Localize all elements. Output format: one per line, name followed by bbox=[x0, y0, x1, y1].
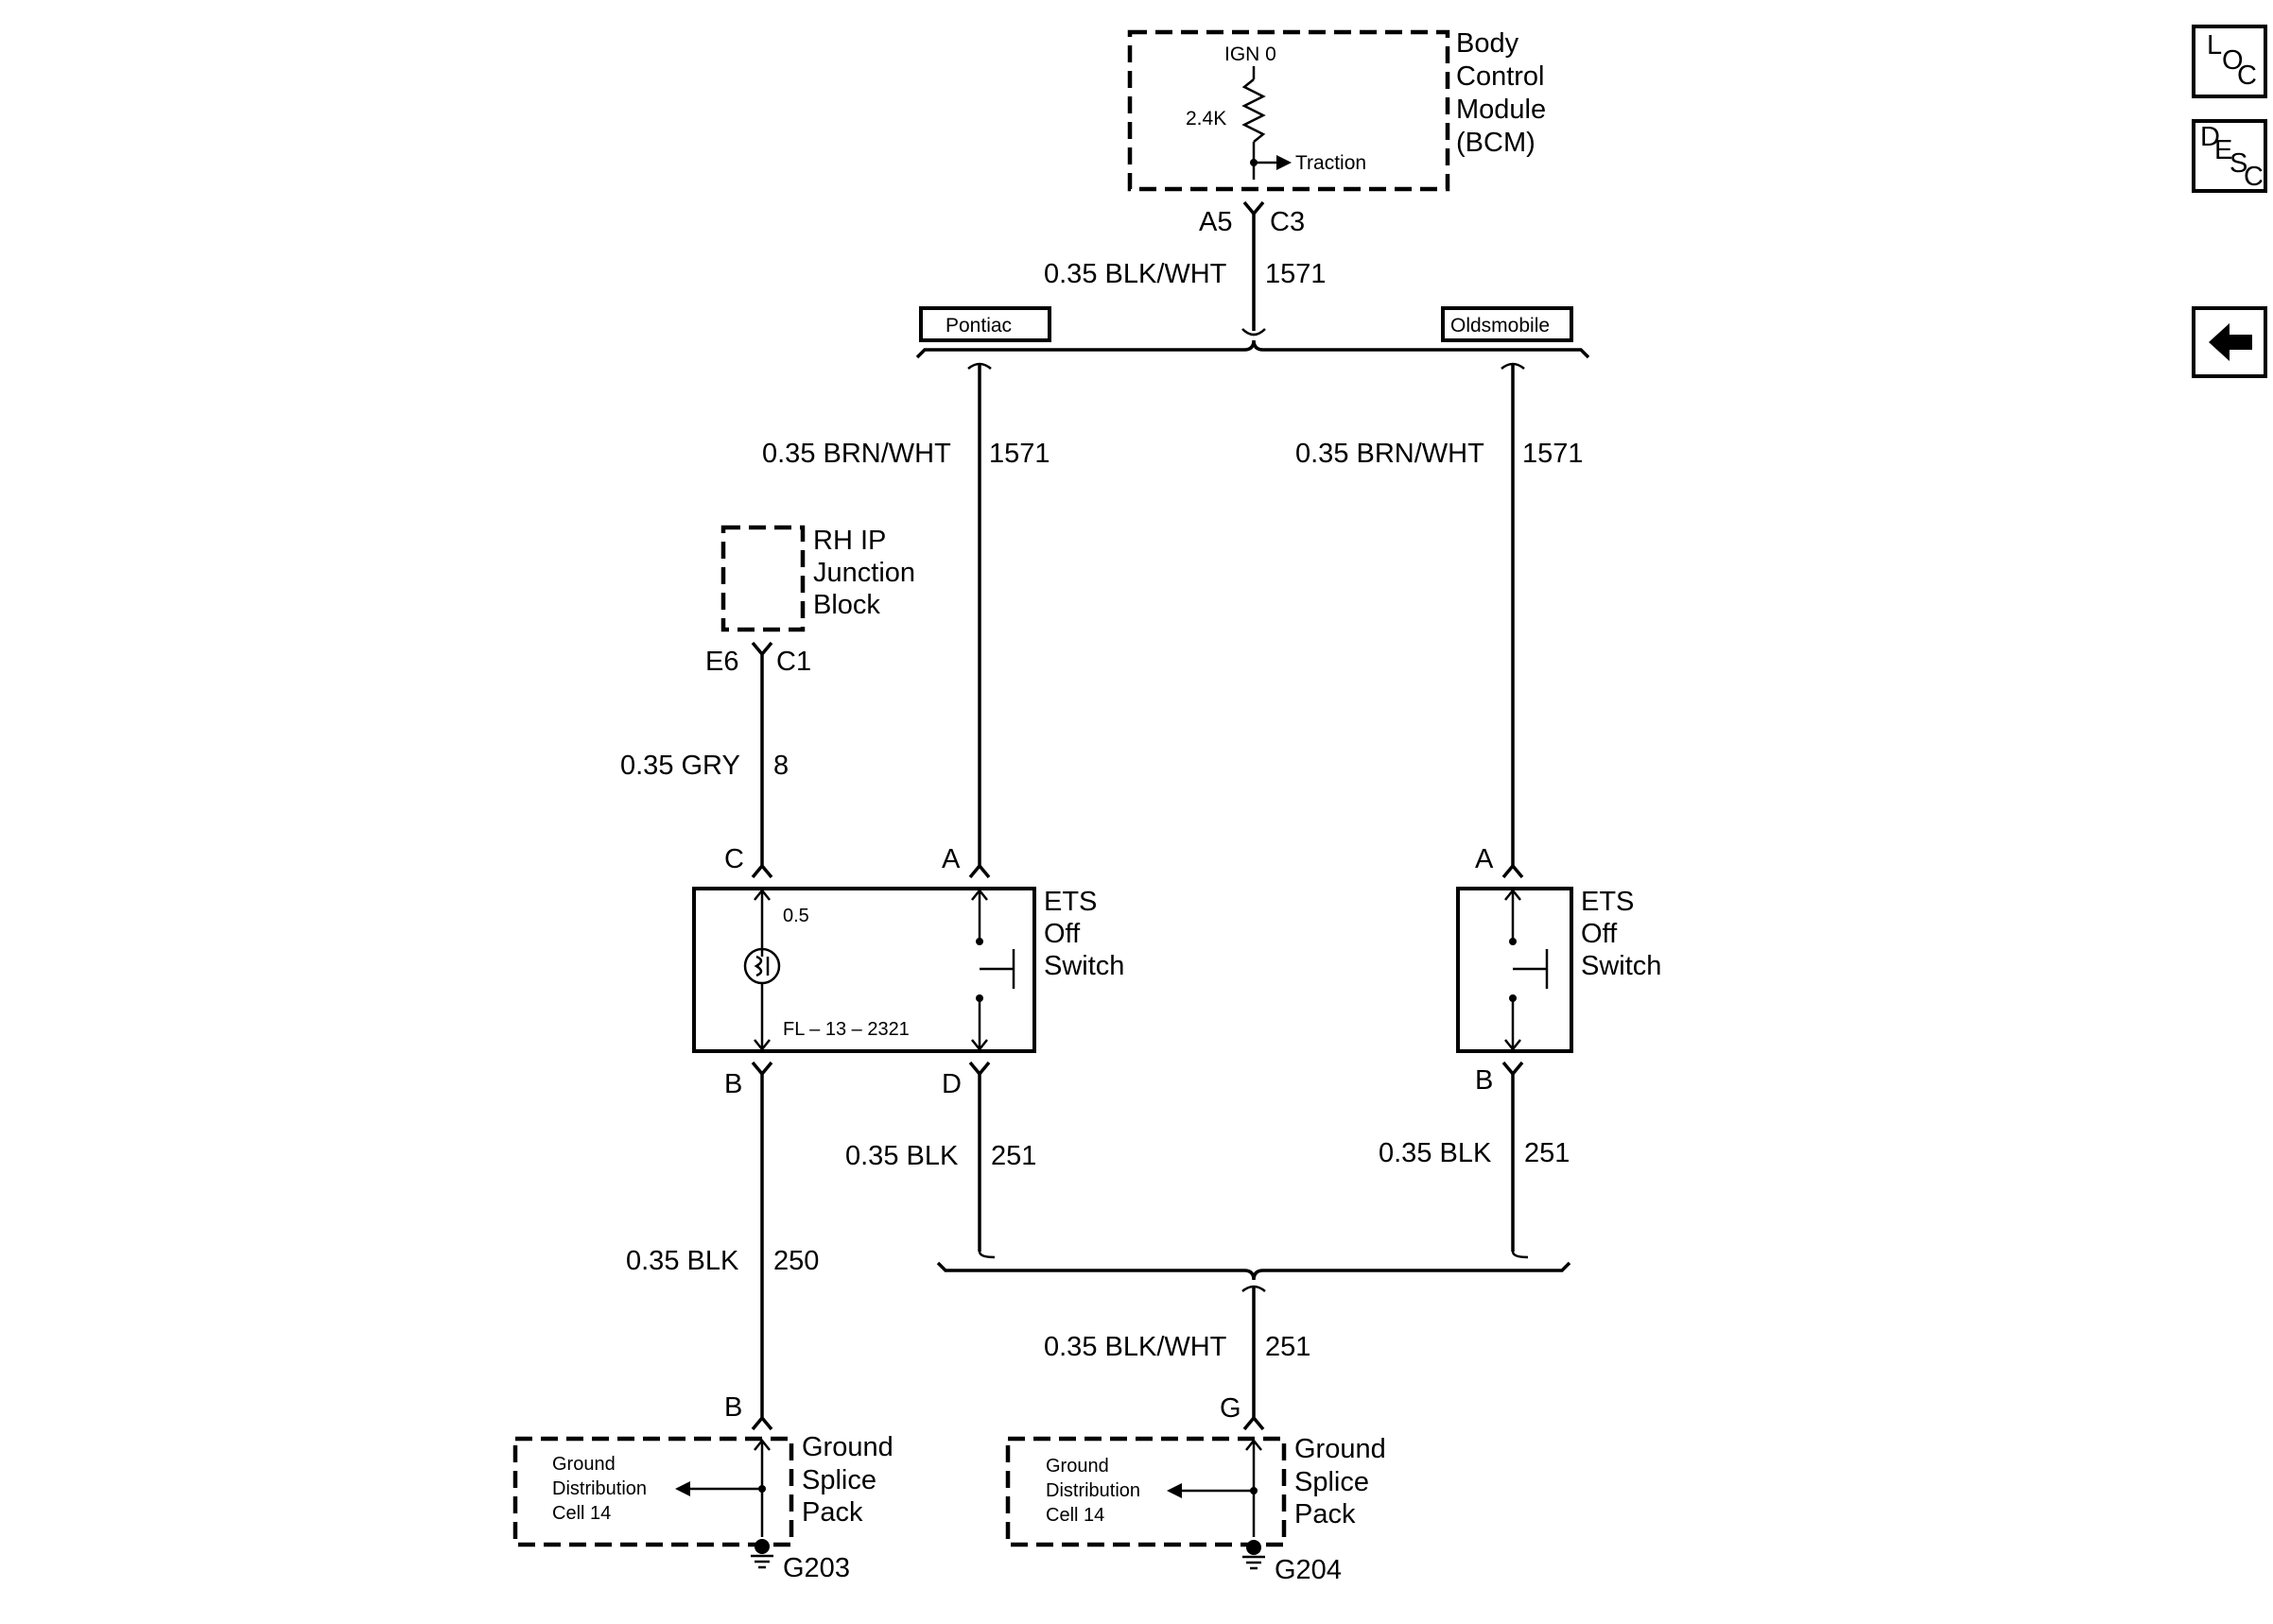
wire-blk-d-gauge: 0.35 BLK bbox=[845, 1141, 959, 1171]
switch-contact-icon bbox=[1513, 949, 1549, 989]
desc-letter-c: C bbox=[2244, 162, 2264, 192]
switch-olds-name-line3: Switch bbox=[1581, 951, 1661, 981]
wire-gry-circuit: 8 bbox=[773, 751, 789, 781]
junction-name-line1: RH IP bbox=[813, 526, 886, 556]
wire-bcm-circuit: 1571 bbox=[1265, 259, 1327, 289]
ets-switch-pontiac: C A 0.5 FL – 13 – 2321 ETS Off Switch bbox=[692, 844, 1124, 1099]
desc-letter-d: D bbox=[2200, 122, 2220, 152]
desc-letter-s: S bbox=[2230, 148, 2247, 179]
splice-right-name-line2: Splice bbox=[1294, 1467, 1369, 1497]
ground-icon bbox=[1242, 1540, 1265, 1570]
splice-left-arrow-icon bbox=[675, 1481, 690, 1496]
switch-olds-name-line2: Off bbox=[1581, 919, 1618, 949]
desc-button[interactable]: D E S C bbox=[2192, 119, 2267, 193]
ground-splice-right: G Ground Distribution Cell 14 Ground Spl… bbox=[1005, 1393, 1386, 1585]
wire-blk-olds-gauge: 0.35 BLK bbox=[1379, 1138, 1492, 1168]
switch-pontiac-pin-c: C bbox=[724, 844, 744, 874]
wire-blk-wht-251-gauge: 0.35 BLK/WHT bbox=[1044, 1332, 1227, 1362]
bcm-pin-label: A5 bbox=[1199, 207, 1232, 237]
wire-blk-wht-251-circuit: 251 bbox=[1265, 1332, 1310, 1362]
switch-olds-name-line1: ETS bbox=[1581, 887, 1634, 917]
splice-right-cell-line1: Ground bbox=[1046, 1456, 1109, 1477]
wire-pontiac-gauge: 0.35 BRN/WHT bbox=[762, 439, 951, 469]
junction-connector-icon bbox=[751, 641, 773, 657]
loc-letter-o: O bbox=[2222, 45, 2244, 76]
wire-gry-gauge: 0.35 GRY bbox=[620, 751, 740, 781]
switch-pontiac-pin-a: A bbox=[942, 844, 961, 874]
splice-left-name-line1: Ground bbox=[802, 1432, 894, 1462]
wire-blk-250-circuit: 250 bbox=[773, 1246, 819, 1276]
bcm-module: IGN 0 2.4K Traction Body Control Module … bbox=[1127, 28, 1546, 192]
splice-right-name-line3: Pack bbox=[1294, 1499, 1356, 1529]
bcm-name-line1: Body bbox=[1456, 28, 1519, 59]
splice-left-name-line2: Splice bbox=[802, 1465, 876, 1495]
wire-olds-gauge: 0.35 BRN/WHT bbox=[1295, 439, 1484, 469]
junction-block: RH IP Junction Block bbox=[720, 525, 915, 632]
bcm-connector-icon bbox=[1242, 200, 1265, 216]
bcm-resistor-label: 2.4K bbox=[1186, 108, 1226, 130]
splice-right-ground: G204 bbox=[1275, 1555, 1342, 1585]
switch-pontiac-pin-b: B bbox=[724, 1069, 742, 1099]
splice-right-arrow-icon bbox=[1167, 1483, 1182, 1498]
switch-olds-pin-b: B bbox=[1475, 1065, 1493, 1096]
wire-pontiac-circuit: 1571 bbox=[989, 439, 1050, 469]
wire-blk-250-gauge: 0.35 BLK bbox=[626, 1246, 739, 1276]
junction-name-line2: Junction bbox=[813, 558, 915, 588]
bcm-name-line3: Module bbox=[1456, 95, 1546, 125]
ets-switch-olds: A ETS Off Switch B bbox=[1456, 844, 1661, 1096]
switch-pontiac-bulb-rating: 0.5 bbox=[783, 906, 809, 926]
variant-brace: Pontiac Oldsmobile bbox=[915, 306, 1590, 359]
splice-right-name-line1: Ground bbox=[1294, 1434, 1386, 1464]
variant-right-label: Oldsmobile bbox=[1450, 315, 1550, 337]
switch-olds-pin-a: A bbox=[1475, 844, 1494, 874]
wire-olds-circuit: 1571 bbox=[1522, 439, 1584, 469]
splice-right-pin: G bbox=[1220, 1393, 1241, 1424]
bcm-ign-label: IGN 0 bbox=[1224, 43, 1276, 65]
switch-pontiac-pin-d: D bbox=[942, 1069, 962, 1099]
variant-left-label: Pontiac bbox=[946, 315, 1012, 337]
loc-letter-l: L bbox=[2207, 30, 2222, 60]
wire-blk-olds-circuit: 251 bbox=[1524, 1138, 1570, 1168]
junction-pin-label: E6 bbox=[705, 647, 738, 677]
switch-contact-icon bbox=[980, 949, 1015, 989]
switch-pontiac-name-line3: Switch bbox=[1044, 951, 1124, 981]
resistor-icon bbox=[1241, 78, 1266, 143]
traction-arrow-icon bbox=[1276, 155, 1292, 170]
bcm-name-line4: (BCM) bbox=[1456, 128, 1536, 158]
wire-bcm-gauge: 0.35 BLK/WHT bbox=[1044, 259, 1227, 289]
wire-blk-d-circuit: 251 bbox=[991, 1141, 1036, 1171]
ground-icon bbox=[751, 1539, 773, 1569]
splice-left-name-line3: Pack bbox=[802, 1497, 863, 1528]
back-arrow-icon bbox=[2209, 323, 2252, 361]
bcm-connector-label: C3 bbox=[1270, 207, 1305, 237]
ground-splice-left: B Ground Distribution Cell 14 Ground Spl… bbox=[512, 1392, 894, 1583]
splice-left-cell-line2: Distribution bbox=[552, 1478, 647, 1499]
bcm-traction-label: Traction bbox=[1295, 152, 1366, 174]
loc-letter-c: C bbox=[2237, 60, 2257, 91]
splice-left-cell-line3: Cell 14 bbox=[552, 1503, 611, 1524]
splice-right-cell-line2: Distribution bbox=[1046, 1480, 1140, 1501]
switch-pontiac-name-line2: Off bbox=[1044, 919, 1081, 949]
splice-left-cell-line1: Ground bbox=[552, 1454, 616, 1475]
switch-pontiac-bulb-id: FL – 13 – 2321 bbox=[783, 1019, 910, 1040]
back-button[interactable] bbox=[2192, 306, 2267, 378]
junction-name-line3: Block bbox=[813, 590, 880, 620]
loc-button[interactable]: L O C bbox=[2192, 25, 2267, 98]
switch-pontiac-name-line1: ETS bbox=[1044, 887, 1097, 917]
bcm-name-line2: Control bbox=[1456, 61, 1545, 92]
splice-left-pin: B bbox=[724, 1392, 742, 1423]
splice-right-cell-line3: Cell 14 bbox=[1046, 1505, 1104, 1526]
lower-brace bbox=[936, 1261, 1571, 1281]
splice-left-ground: G203 bbox=[783, 1553, 850, 1583]
junction-connector-label: C1 bbox=[776, 647, 811, 677]
desc-letter-e: E bbox=[2214, 135, 2232, 165]
